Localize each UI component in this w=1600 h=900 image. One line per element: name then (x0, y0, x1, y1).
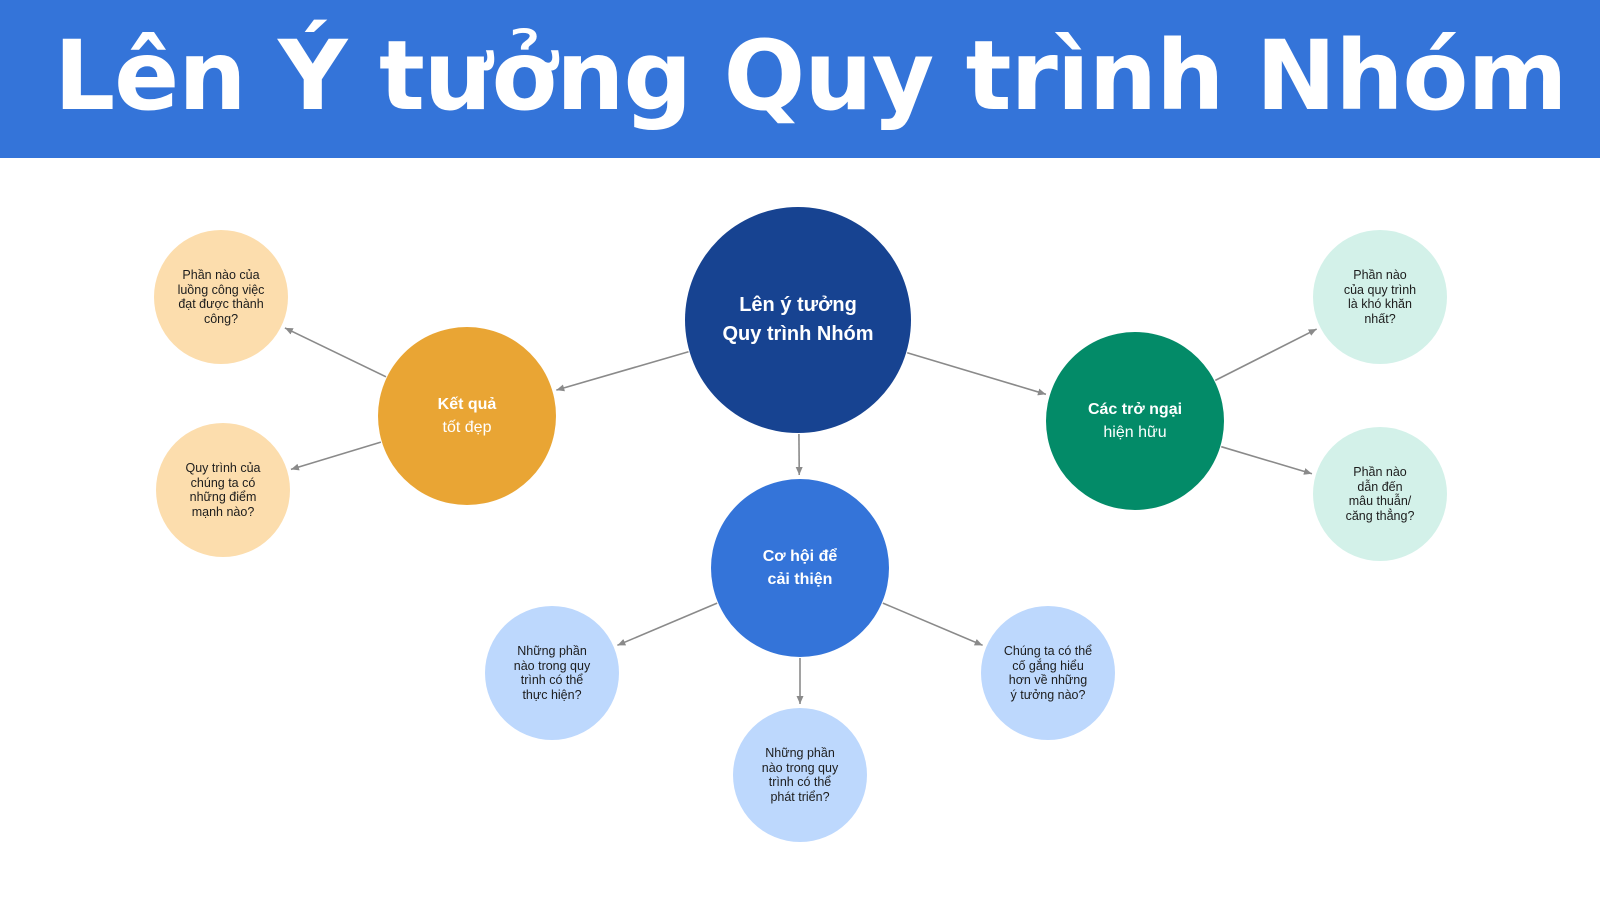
question-line: Những phần (517, 644, 587, 658)
question-line: ý tưởng nào? (1010, 687, 1086, 702)
opportunities-question-3: Chúng ta có thể cố gắng hiểu hơn về nhữn… (981, 606, 1115, 740)
success-node-line-1: Kết quả (437, 396, 497, 413)
connector-arrow-obstacles-to-obstacles-0 (1214, 328, 1318, 382)
question-line: trình có thể (768, 775, 832, 789)
connector-arrow-center-to-success (556, 350, 689, 392)
opportunities-node: Cơ hội để cải thiện (711, 479, 889, 657)
success-question-1: Phần nào của luồng công việc đạt được th… (154, 230, 288, 364)
question-line: những điểm (189, 490, 257, 504)
obstacles-question-1: Phần nào của quy trình là khó khăn nhất? (1313, 230, 1447, 364)
question-line: Phần nào của (182, 268, 260, 282)
page-title: Lên Ý tưởng Quy trình Nhóm (54, 20, 1568, 132)
question-line: cố gắng hiểu (1012, 658, 1084, 673)
question-line: trình có thể (520, 673, 584, 687)
obstacles-node-line-1: Các trở ngại (1087, 401, 1183, 418)
connector-arrow-opportunities-to-opportunities-2 (882, 602, 983, 647)
obstacles-node-line-2: hiện hữu (1103, 424, 1167, 441)
question-line: nào trong quy (513, 658, 591, 673)
opportunities-node-line-1: Cơ hội để (762, 548, 838, 565)
question-line: của quy trình (1343, 282, 1417, 297)
success-question-2: Quy trình của chúng ta có những điểm mạn… (156, 423, 290, 557)
obstacles-node: Các trở ngại hiện hữu (1046, 332, 1224, 510)
title-banner: Lên Ý tưởng Quy trình Nhóm (0, 0, 1600, 158)
question-line: luồng công việc (177, 282, 265, 297)
question-line: mâu thuẫn/ (1348, 494, 1412, 508)
question-line: dẫn đến (1357, 479, 1403, 494)
question-line: Quy trình của (185, 461, 261, 475)
opportunities-node-line-2: cải thiện (767, 571, 833, 588)
center-node: Lên ý tưởng Quy trình Nhóm (685, 207, 911, 433)
obstacles-question-2: Phần nào dẫn đến mâu thuẫn/ căng thẳng? (1313, 427, 1447, 561)
question-line: Chúng ta có thể (1003, 644, 1093, 658)
question-line: thực hiện? (522, 687, 582, 702)
question-line: Phần nào (1353, 465, 1407, 479)
question-line: mạnh nào? (191, 504, 255, 519)
question-line: nhất? (1364, 311, 1396, 326)
question-line: Phần nào (1353, 268, 1407, 282)
question-line: công? (203, 311, 239, 326)
connector-arrow-success-to-success-0 (284, 327, 387, 378)
center-node-line-2: Quy trình Nhóm (722, 323, 874, 345)
question-line: nào trong quy (761, 760, 839, 775)
question-line: căng thẳng? (1345, 508, 1415, 523)
opportunities-question-2: Những phần nào trong quy trình có thể ph… (733, 708, 867, 842)
center-node-line-1: Lên ý tưởng (739, 294, 857, 316)
question-line: là khó khăn (1348, 297, 1412, 311)
opportunities-question-1: Những phần nào trong quy trình có thể th… (485, 606, 619, 740)
success-node-line-2: tốt đẹp (442, 419, 492, 436)
connector-arrow-center-to-obstacles (906, 351, 1047, 396)
question-line: Những phần (765, 746, 835, 760)
question-line: đạt được thành (178, 297, 264, 311)
connector-arrow-opportunities-to-opportunities-0 (617, 602, 718, 647)
connector-arrow-obstacles-to-obstacles-1 (1221, 445, 1313, 475)
question-line: hơn về những (1008, 673, 1088, 687)
connector-arrow-success-to-success-1 (290, 441, 382, 471)
success-node: Kết quả tốt đẹp (378, 327, 556, 505)
question-line: phát triển? (770, 789, 830, 804)
question-line: chúng ta có (190, 475, 256, 490)
